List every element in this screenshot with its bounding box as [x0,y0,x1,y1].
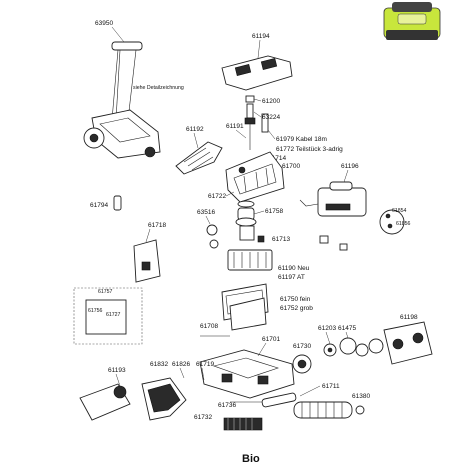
part-label-61203: 61203 [318,325,336,332]
part-label-63224: 63224 [262,114,280,121]
motor-unit [206,200,265,249]
part-label-61758: 61758 [265,208,283,215]
part-label-63516: 63516 [197,209,215,216]
wheel-61730 [292,354,312,374]
side-plate-61718 [133,239,161,283]
part-label-61826: 61826 [172,361,190,368]
robot-thumbnail [383,2,441,40]
part-label-61711: 61711 [322,383,340,390]
part-label-61198: 61198 [400,314,418,321]
part-label-61380: 61380 [352,393,370,400]
part-label-61714: 61714 [268,155,286,162]
part-label-61750: 61750 fein [280,296,311,303]
part-label-61854: 61854 [392,208,407,214]
connector-b [339,243,348,251]
part-label-61713: 61713 [272,236,290,243]
filter-basket [227,249,273,271]
part-label-61708: 61708 [200,323,218,330]
part-label-61727: 61727 [106,312,121,318]
part-label-61719: 61719 [196,361,214,368]
brush-roller-61380 [293,401,365,419]
power-supply [299,181,367,217]
brush-roller-61711 [261,392,297,408]
robot-handle [221,55,293,91]
part-label-61832: 61832 [150,361,168,368]
clip-61794 [113,195,122,211]
part-label-61718: 61718 [148,222,166,229]
part-label-63950: 63950 [95,20,113,27]
part-label-61730: 61730 [293,343,311,350]
part-label-61856: 61856 [396,221,411,227]
chassis [199,349,295,399]
filter-panels [221,283,269,331]
part-label-61736: 61736 [218,402,236,409]
power-supply-detail [379,209,405,235]
drive-track-left [141,377,187,421]
side-panel-right [383,321,433,365]
part-label-61197: 61197 AT [278,274,305,281]
part-label-61191: 61191 [226,123,244,130]
part-label-61194: 61194 [252,33,270,40]
front-panel [175,141,223,175]
part-label-61794: 61794 [90,202,108,209]
connector-a [319,235,329,244]
robot-body [225,151,285,203]
part-label-61190: 61190 Neu [278,265,310,272]
part-label-61193: 61193 [108,367,126,374]
part-label-61192: 61192 [186,126,204,133]
caddy-cart: siehe Detailzeichnung [83,41,184,159]
part-label-61752: 61752 grob [280,305,313,312]
part-label-61757: 61757 [98,289,113,295]
part-label-61475: 61475 [338,325,356,332]
brush-bar-61732 [223,417,263,431]
side-panel-left [79,383,131,421]
caddy-note: siehe Detailzeichnung [133,85,184,91]
part-label-61722: 61722 [208,193,226,200]
part-label-61772: 61772 Teilstück 3-adrig [276,146,343,153]
gear-set [323,337,384,357]
detail-box [73,287,143,345]
part-label-61200: 61200 [262,98,280,105]
part-label-61196: 61196 [341,163,359,170]
part-label-61756: 61756 [88,308,103,314]
part-label-61979: 61979 Kabel 18m [276,136,327,143]
part-label-61732: 61732 [194,414,212,421]
diagram-title: Bio [242,453,260,465]
part-label-61700: 61700 [282,163,300,170]
part-label-61701: 61701 [262,336,280,343]
